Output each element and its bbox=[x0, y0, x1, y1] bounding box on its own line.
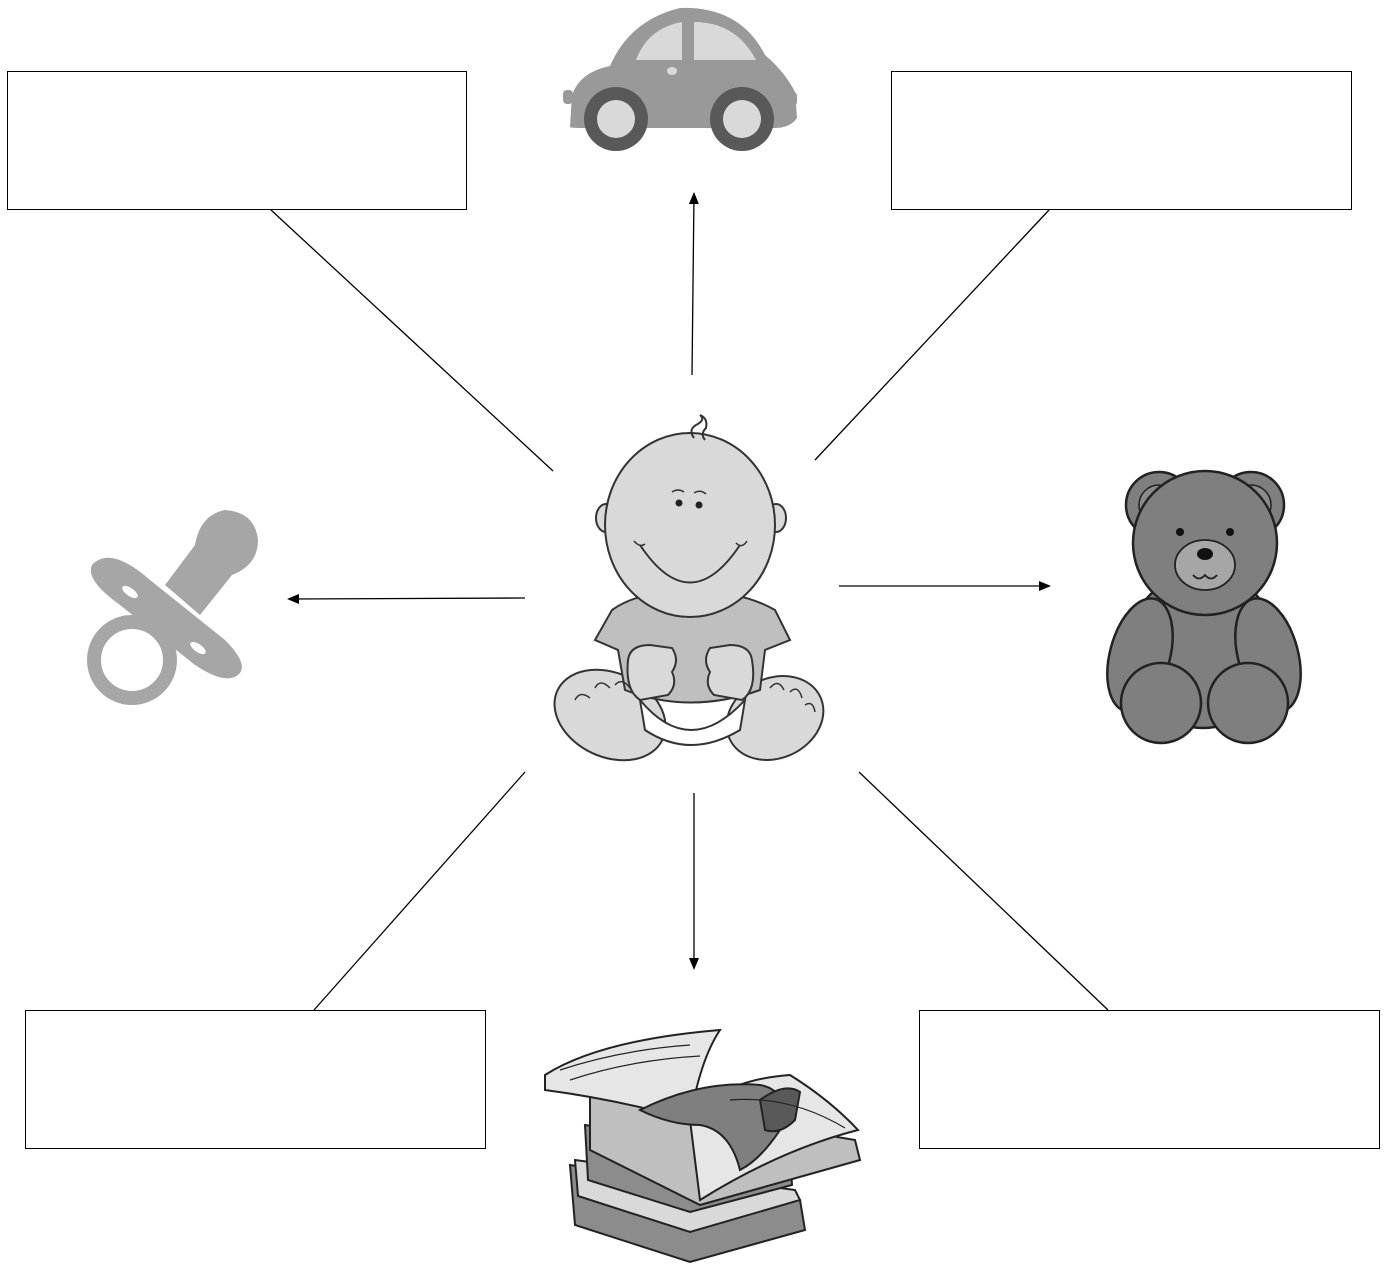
arrow-left bbox=[287, 593, 526, 604]
connector-line-top-left bbox=[270, 209, 554, 472]
answer-box-top-left[interactable] bbox=[7, 71, 467, 210]
teddy-bear-icon bbox=[1106, 469, 1302, 745]
arrow-up bbox=[688, 192, 699, 376]
connector-line-bottom-left bbox=[313, 771, 526, 1011]
answer-box-top-right[interactable] bbox=[891, 71, 1352, 210]
car-icon bbox=[563, 7, 797, 151]
connector-line-top-right bbox=[814, 209, 1050, 461]
answer-box-bottom-right[interactable] bbox=[919, 1010, 1380, 1149]
pacifier-icon bbox=[87, 510, 258, 705]
connector-line-bottom-right bbox=[858, 771, 1109, 1011]
answer-box-bottom-left[interactable] bbox=[25, 1010, 486, 1149]
baby-icon bbox=[553, 414, 825, 762]
book-stack-icon bbox=[544, 1028, 862, 1264]
